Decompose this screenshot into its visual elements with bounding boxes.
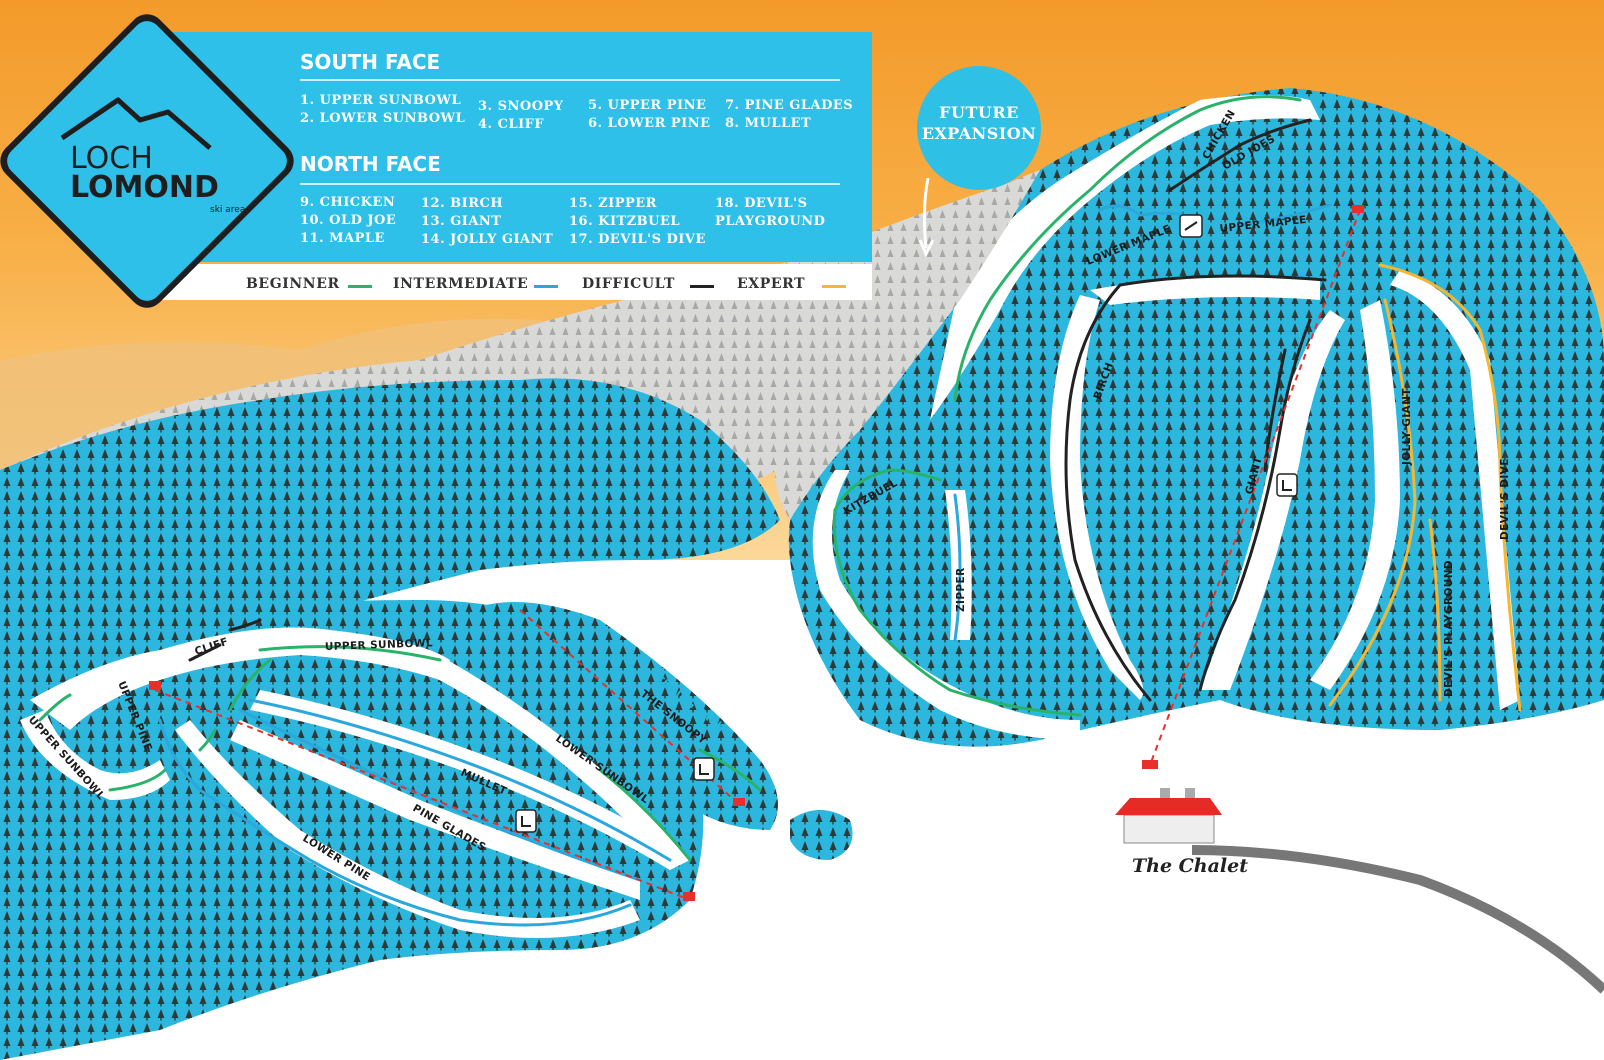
list-item: 7. PINE GLADES — [725, 98, 854, 113]
trail-lines — [38, 95, 1522, 927]
future-expansion-line2: EXPANSION — [921, 124, 1037, 143]
legend-beginner-label: BEGINNER — [246, 276, 340, 292]
south-lift-bottom — [683, 892, 695, 901]
list-item: PLAYGROUND — [715, 214, 826, 229]
label-upper-sunbowl: UPPER SUNBOWL — [325, 637, 433, 653]
legend-difficult-swatch — [690, 285, 714, 288]
expansion-arrow — [918, 178, 935, 258]
list-item: 6. LOWER PINE — [588, 116, 711, 131]
list-item: 4. CLIFF — [478, 117, 545, 132]
label-zipper: ZIPPER — [955, 567, 967, 612]
lift-top-station — [1352, 205, 1364, 213]
list-item: 12. BIRCH — [421, 196, 504, 211]
north-col-1: 9. CHICKEN 10. OLD JOE 11. MAPLE — [300, 194, 396, 248]
future-expansion-line1: FUTURE — [939, 103, 1019, 122]
legend-panel — [150, 32, 872, 262]
list-item: 13. GIANT — [421, 214, 502, 229]
south-col-1: 1. UPPER SUNBOWL 2. LOWER SUNBOWL — [300, 92, 465, 128]
list-item: 8. MULLET — [725, 116, 812, 131]
legend-beginner-swatch — [348, 285, 372, 288]
north-face-heading: NORTH FACE — [300, 152, 441, 176]
chalet-building — [1115, 788, 1604, 994]
tree-clump — [790, 810, 853, 860]
south-col-4: 7. PINE GLADES 8. MULLET — [725, 97, 853, 133]
list-item: 9. CHICKEN — [300, 195, 396, 210]
south-face-heading: SOUTH FACE — [300, 50, 441, 74]
logo: LOCH LOMOND ski area — [0, 14, 294, 308]
legend-expert-swatch — [822, 285, 846, 288]
north-col-3: 15. ZIPPER 16. KITZBUEL 17. DEVIL'S DIVE — [569, 195, 706, 249]
label-devils-dive: DEVIL'S DIVE — [1499, 458, 1511, 540]
south-lift-top — [149, 681, 161, 690]
list-item: 10. OLD JOE — [300, 213, 397, 228]
chairlift-icon — [1276, 473, 1298, 497]
lift-stations — [149, 205, 1364, 901]
south-col-3: 5. UPPER PINE 6. LOWER PINE — [588, 97, 711, 133]
north-col-4: 18. DEVIL'S PLAYGROUND — [715, 195, 825, 231]
legend-difficult-label: DIFFICULT — [582, 276, 675, 292]
chairlift-icon — [515, 809, 537, 833]
south-col-2: 3. SNOOPY 4. CLIFF — [478, 98, 564, 134]
logo-line2: LOMOND — [70, 170, 219, 205]
tubing-lift-bottom — [733, 798, 745, 806]
legend-intermediate-label: INTERMEDIATE — [393, 276, 529, 292]
access-road — [1191, 845, 1604, 994]
list-item: 2. LOWER SUNBOWL — [300, 111, 466, 126]
future-expansion-bubble: FUTURE EXPANSION — [917, 66, 1041, 190]
difficulty-bar — [150, 264, 872, 300]
list-item: 3. SNOOPY — [478, 99, 564, 114]
list-item: 1. UPPER SUNBOWL — [300, 93, 462, 108]
logo-line1: LOCH — [70, 141, 153, 176]
list-item: 14. JOLLY GIANT — [421, 232, 554, 247]
lift-bottom-station — [1142, 760, 1158, 769]
list-item: 17. DEVIL'S DIVE — [569, 232, 706, 247]
expansion-slope — [775, 170, 1040, 520]
logo-tagline: ski area — [210, 205, 245, 215]
list-item: 18. DEVIL'S — [715, 196, 808, 211]
list-item: 15. ZIPPER — [569, 196, 657, 211]
logo-inner — [7, 21, 287, 301]
mountain-icon — [60, 97, 212, 150]
legend-expert-label: EXPERT — [737, 276, 806, 292]
label-jolly-giant: JOLLY GIANT — [1401, 388, 1413, 466]
chalet-label: The Chalet — [1132, 855, 1248, 877]
chairlift-icon — [693, 757, 715, 781]
chairlift-icons — [515, 214, 1298, 833]
legend-intermediate-swatch — [534, 285, 558, 288]
list-item: 5. UPPER PINE — [588, 98, 707, 113]
list-item: 16. KITZBUEL — [569, 214, 681, 229]
north-col-2: 12. BIRCH 13. GIANT 14. JOLLY GIANT — [421, 195, 553, 249]
list-item: 11. MAPLE — [300, 231, 385, 246]
label-devils-playground: DEVIL'S PLAYGROUND — [1443, 560, 1455, 697]
